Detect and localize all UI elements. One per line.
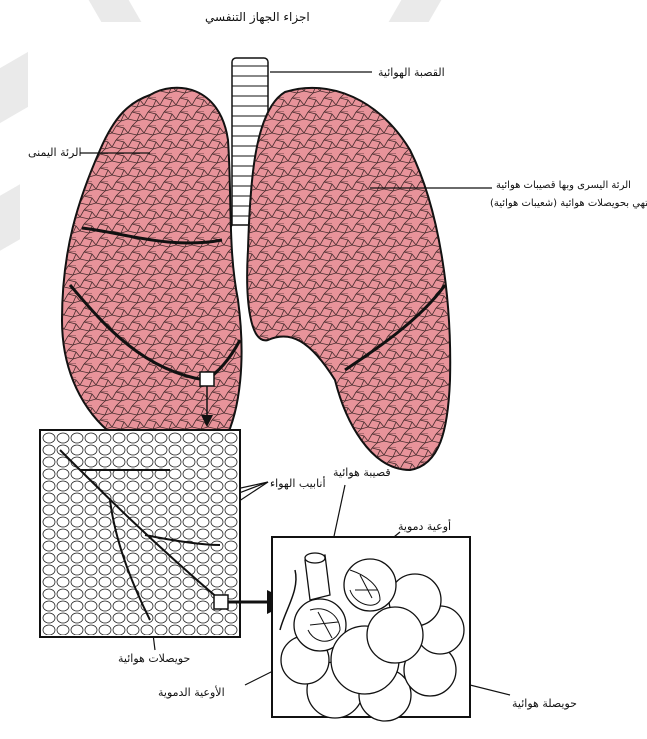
right-lung [62,88,242,440]
diagram-title: اجزاء الجهاز التنفسي [205,10,310,24]
air-tubes-label: أنابيب الهواء [270,477,326,490]
alveoli-cluster-label: حويصلات هوائية [118,652,190,665]
right-lung-label: الرئة اليمنى [28,146,82,159]
trachea-label: القصبة الهوائية [378,66,445,79]
left-lung-label-line1: الرئة اليسرى وبها قصيبات هوائية [496,180,631,191]
air-tubes-magnified-box [40,430,285,637]
blood-vessels-label: أوعية دموية [398,520,451,533]
left-lung-label-line2: (شعيبات هوائية) تنتهي بحويصلات هوائية [490,198,647,209]
capillaries-label: الأوعية الدموية [158,686,225,699]
left-lung [247,88,450,470]
alveolus-label: حويصلة هوائية [512,697,577,710]
bronchiole-label: قصيبة هوائية [333,466,391,479]
alveolus-detail-box [272,537,470,721]
